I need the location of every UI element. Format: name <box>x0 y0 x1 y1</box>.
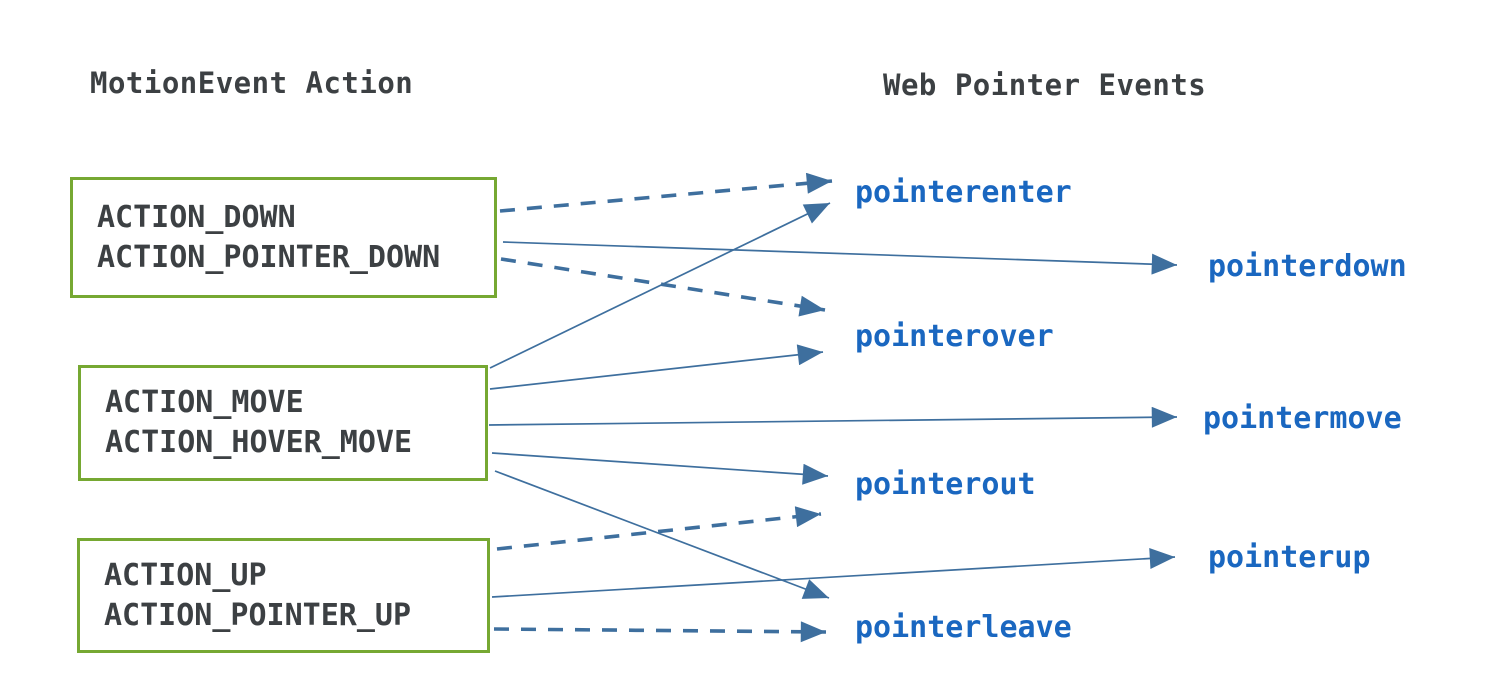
arrow-action_down-to-pointerover <box>500 257 826 317</box>
action-label: ACTION_MOVE <box>105 385 304 420</box>
event-label-pointermove: pointermove <box>1203 401 1402 436</box>
arrow-action_down-to-pointerdown <box>502 241 1178 275</box>
action-label: ACTION_UP <box>104 557 267 593</box>
event-label-pointerout: pointerout <box>855 467 1036 502</box>
arrow-action_move-to-pointerover <box>489 344 824 390</box>
column-title-web-pointer-events: Web Pointer Events <box>883 68 1207 102</box>
event-label-pointerup: pointerup <box>1208 540 1371 575</box>
action-box-down: ACTION_DOWN ACTION_POINTER_DOWN <box>70 177 497 298</box>
event-label-pointerover: pointerover <box>855 319 1054 354</box>
action-box-move: ACTION_MOVE ACTION_HOVER_MOVE <box>78 365 488 481</box>
arrow-action_move-to-pointermove <box>488 406 1178 428</box>
arrow-action_move-to-pointerout <box>491 452 829 485</box>
arrow-action_down-to-pointerenter <box>499 172 833 213</box>
event-label-pointerdown: pointerdown <box>1208 249 1407 284</box>
action-label: ACTION_POINTER_DOWN <box>97 239 441 275</box>
action-label: ACTION_DOWN <box>97 199 296 235</box>
arrow-action_up-to-pointerleave <box>493 621 827 643</box>
action-box-up: ACTION_UP ACTION_POINTER_UP <box>77 538 490 653</box>
arrow-action_up-to-pointerup <box>491 547 1176 598</box>
action-label: ACTION_HOVER_MOVE <box>105 425 413 460</box>
arrow-action_move-to-pointerenter <box>489 202 831 369</box>
event-label-pointerenter: pointerenter <box>855 175 1072 210</box>
event-label-pointerleave: pointerleave <box>855 610 1072 645</box>
arrow-action_up-to-pointerout <box>496 506 822 551</box>
action-label: ACTION_POINTER_UP <box>104 597 412 633</box>
arrow-action_move-to-pointerleave <box>494 470 830 599</box>
column-title-motionevent-action: MotionEvent Action <box>90 66 414 100</box>
